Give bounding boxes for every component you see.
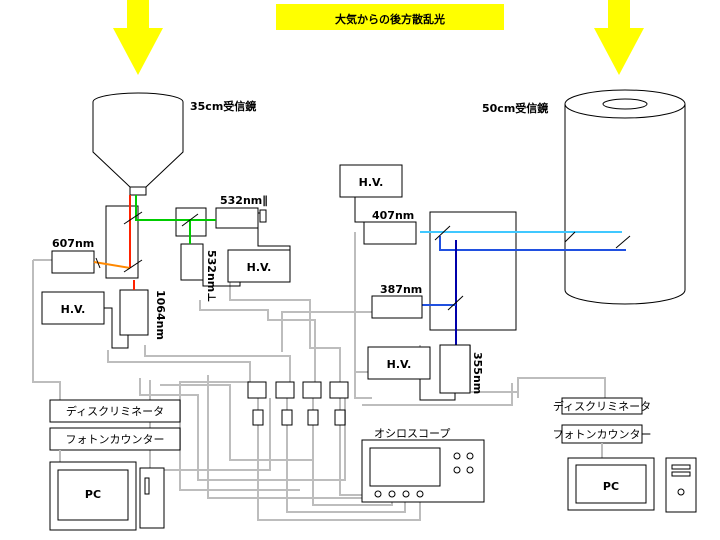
label-532-parallel: 532nm∥ (220, 194, 268, 207)
discriminator-right (561, 397, 643, 415)
hv-right-2-label: H.V. (387, 358, 412, 371)
photon-counter-left (49, 427, 181, 451)
telescope-50cm-label: 50cm受信鏡 (482, 101, 548, 115)
hv-left-2-label: H.V. (61, 303, 86, 316)
label-607: 607nm (52, 237, 94, 250)
pmt-387 (371, 295, 423, 319)
pulse-shapers (247, 381, 349, 426)
right-polychromator (429, 211, 517, 331)
telescope-35cm-label: 35cm受信鏡 (190, 99, 256, 113)
hv-right-1 (339, 164, 403, 198)
hv-left-1 (227, 249, 291, 283)
label-532-perp: 532nm⊥ (205, 250, 218, 302)
backscatter-arrow-left (113, 0, 163, 75)
photon-counter-left-label: フォトンカウンター (66, 433, 165, 446)
laser-blue-path (439, 236, 626, 251)
label-355: 355nm (471, 352, 484, 394)
discriminator-left-label: ディスクリミネータ (66, 404, 164, 418)
pc-left-tower (139, 467, 165, 529)
label-407: 407nm (372, 209, 414, 222)
hv-right-1-label: H.V. (359, 176, 384, 189)
pmt-407 (363, 221, 417, 245)
discriminator-right-label: ディスクリミネータ (553, 399, 651, 413)
discriminator-left (49, 399, 181, 423)
laser-orange-path (93, 261, 131, 269)
pc-left-label: PC (85, 488, 101, 501)
title-background (276, 4, 504, 30)
label-1064: 1064nm (154, 290, 167, 340)
oscilloscope-label: オシロスコープ (374, 427, 450, 440)
backscatter-arrow-right (594, 0, 644, 75)
pmt-1064 (119, 289, 149, 336)
label-387: 387nm (380, 283, 422, 296)
hv-left-2 (41, 291, 105, 325)
pmt-532-perp (180, 243, 204, 281)
telescope-35cm (92, 92, 184, 196)
pc-right-label: PC (603, 480, 619, 493)
hv-right-2 (367, 346, 431, 380)
hv-left-1-label: H.V. (247, 261, 272, 274)
pmt-607 (51, 250, 95, 274)
photon-counter-right-label: フォトンカウンター (553, 428, 652, 441)
diagram-title: 大気からの後方散乱光 (335, 12, 445, 26)
pmt-532-parallel (215, 207, 259, 229)
telescope-50cm (564, 89, 686, 305)
pmt-355 (439, 344, 471, 394)
